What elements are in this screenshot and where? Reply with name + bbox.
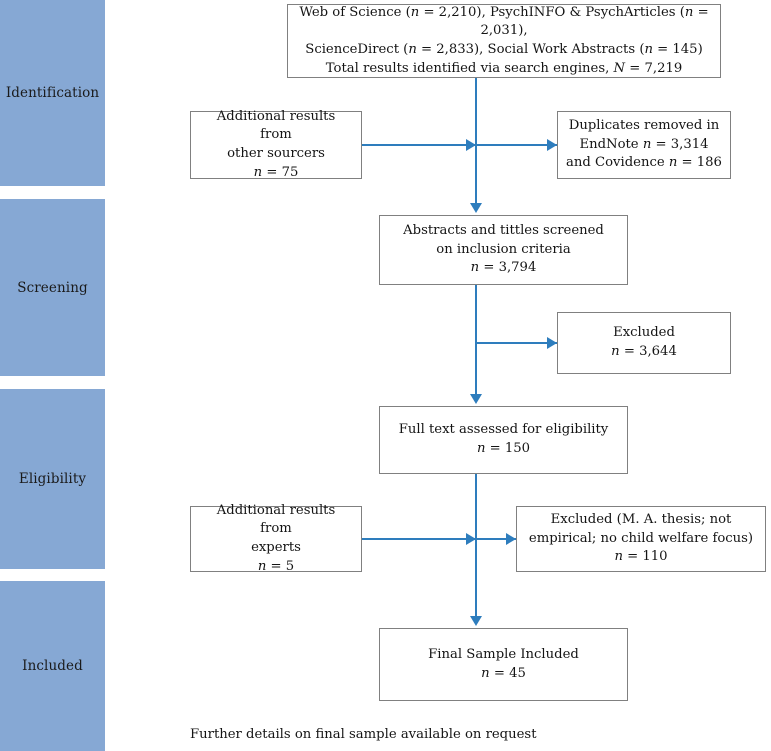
records-identified-box: Web of Science (n = 2,210), PsychINFO & … [287, 4, 721, 78]
duplicates-line-3: and Covidence n = 186 [566, 155, 722, 171]
stage-block-screening: Screening [0, 199, 105, 376]
full-text-excluded-count: n = 110 [614, 549, 668, 565]
full-text-count: n = 150 [476, 441, 531, 456]
records-identified-line-3: Total results identified via search engi… [325, 60, 683, 76]
arrowhead-fulltext-to-final [470, 616, 482, 626]
duplicates-line-1: Duplicates removed in [568, 117, 720, 133]
duplicates-line-2: EndNote n = 3,314 [579, 136, 709, 152]
experts-line-1: Additional results from [216, 502, 336, 537]
connector-additional-to-duplicates [362, 144, 557, 146]
additional-records-count: n = 75 [253, 164, 299, 180]
experts-line-2: experts [251, 540, 301, 555]
arrowhead-additional-midpoint [466, 139, 476, 151]
final-sample-line-1: Final Sample Included [428, 646, 579, 662]
records-identified-line-1: Web of Science (n = 2,210), PsychINFO & … [299, 4, 709, 39]
full-text-excluded-line-1: Excluded (M. A. thesis; not [550, 511, 732, 527]
arrowhead-experts-to-excluded [506, 533, 516, 545]
records-screened-count: n = 3,794 [470, 260, 537, 276]
stage-block-identification: Identification [0, 0, 105, 186]
records-excluded-count: n = 3,644 [611, 344, 677, 359]
arrowhead-experts-midpoint [466, 533, 476, 545]
final-sample-box: Final Sample Included n = 45 [379, 628, 628, 701]
connector-experts-to-excluded [362, 538, 516, 540]
additional-records-other-sources-box: Additional results from other sourcers n… [190, 108, 362, 180]
records-identified-line-2: ScienceDirect (n = 2,833), Social Work A… [305, 42, 703, 57]
full-text-excluded-box: Excluded (M. A. thesis; not empirical; n… [516, 506, 766, 572]
full-text-line-1: Full text assessed for eligibility [398, 422, 609, 438]
stage-label-identification: Identification [5, 85, 100, 101]
stage-label-included: Included [22, 658, 83, 674]
additional-records-experts-box: Additional results from experts n = 5 [190, 503, 362, 574]
records-screened-line-1: Abstracts and tittles screened [403, 222, 604, 238]
stage-label-eligibility: Eligibility [18, 471, 87, 487]
full-text-assessed-box: Full text assessed for eligibility n = 1… [379, 406, 628, 474]
connector-screened-to-excluded [475, 342, 557, 344]
arrowhead-screened-to-excluded [547, 337, 557, 349]
arrowhead-screened-to-fulltext [470, 394, 482, 404]
additional-records-line-2: other sourcers [227, 146, 325, 161]
final-sample-count: n = 45 [481, 665, 526, 681]
duplicates-removed-box: Duplicates removed in EndNote n = 3,314 … [557, 111, 731, 179]
stage-label-screening: Screening [17, 279, 88, 296]
records-excluded-line-1: Excluded [613, 325, 675, 341]
connector-sources-to-screened [475, 78, 477, 203]
records-excluded-box: Excluded n = 3,644 [557, 312, 731, 374]
connector-screened-to-fulltext [475, 285, 477, 394]
records-screened-line-2: on inclusion criteria [436, 241, 571, 257]
records-screened-box: Abstracts and tittles screened on inclus… [379, 215, 628, 285]
experts-count: n = 5 [257, 558, 295, 574]
arrowhead-sources-to-screened [470, 203, 482, 213]
full-text-excluded-line-2: empirical; no child welfare focus) [528, 530, 754, 546]
arrowhead-additional-to-duplicates [547, 139, 557, 151]
stage-block-included: Included [0, 581, 105, 751]
stage-block-eligibility: Eligibility [0, 389, 105, 569]
connector-fulltext-to-final [475, 474, 477, 616]
additional-records-line-1: Additional results from [216, 108, 336, 143]
footer-note: Further details on final sample availabl… [190, 727, 537, 742]
